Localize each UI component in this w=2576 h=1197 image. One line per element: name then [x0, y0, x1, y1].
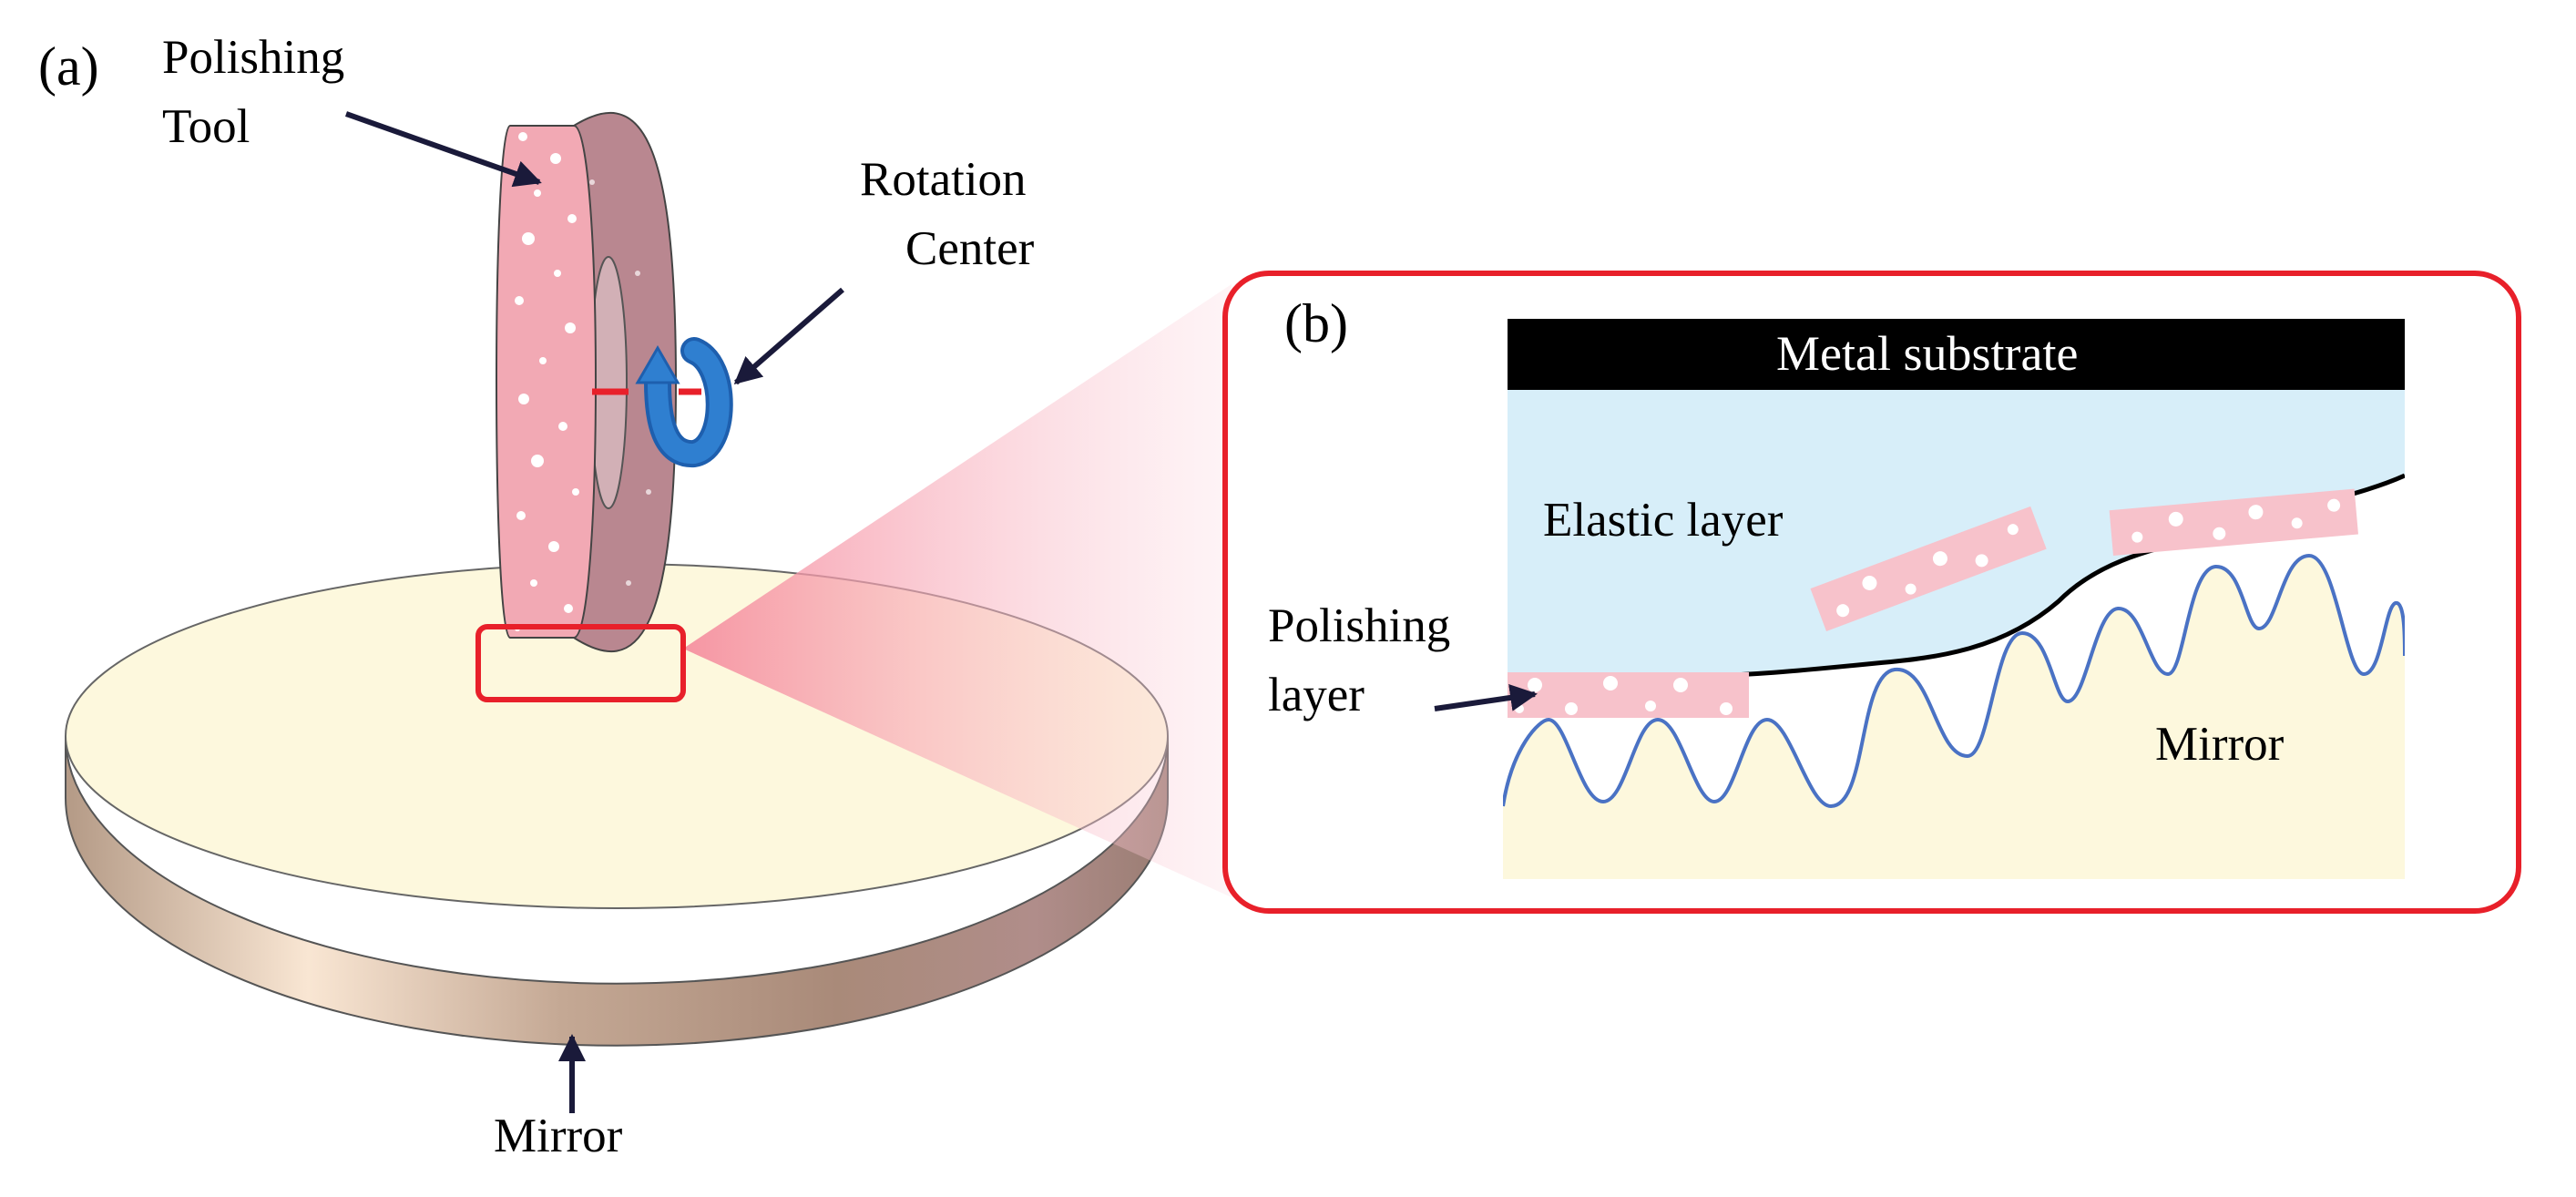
elastic-layer-label: Elastic layer — [1543, 494, 1784, 547]
panel-a-label: (a) — [38, 36, 99, 97]
polishing-pad-3 — [2109, 488, 2358, 556]
mirror-surface-fill — [1503, 556, 2405, 879]
polishing-layer-label-line1: Polishing — [1268, 599, 1451, 652]
mirror-label-b: Mirror — [2155, 718, 2285, 771]
elastic-layer-fill — [1508, 390, 2405, 678]
magnification-beam — [683, 284, 1232, 897]
rotation-arrow — [635, 337, 733, 467]
metal-substrate-label: Metal substrate — [1776, 326, 2079, 381]
polishing-pad-1 — [1508, 672, 1749, 718]
polishing-tool — [496, 112, 701, 652]
abrasive-particles — [515, 132, 651, 631]
rotation-center-arrow — [733, 287, 844, 385]
polishing-layer-label-line2: layer — [1268, 669, 1365, 721]
polishing-tool-label-line2: Tool — [162, 100, 250, 153]
polishing-tool-rim — [496, 125, 597, 639]
polishing-pad-2 — [1810, 506, 2047, 631]
rotation-center-label-line1: Rotation — [860, 153, 1027, 206]
panel-b-label: (b) — [1284, 293, 1348, 353]
polishing-tool-label-line1: Polishing — [162, 31, 345, 84]
polishing-tool-arrow — [344, 111, 542, 188]
rotation-center-label-line2: Center — [905, 222, 1035, 275]
contact-highlight-box — [475, 624, 686, 702]
mirror-label-a: Mirror — [494, 1110, 623, 1162]
cross-section — [1503, 390, 2405, 879]
mirror-rough-surface — [1503, 553, 2405, 809]
metal-substrate-bar — [1508, 319, 2405, 390]
polishing-layer-arrow — [1434, 684, 1538, 711]
